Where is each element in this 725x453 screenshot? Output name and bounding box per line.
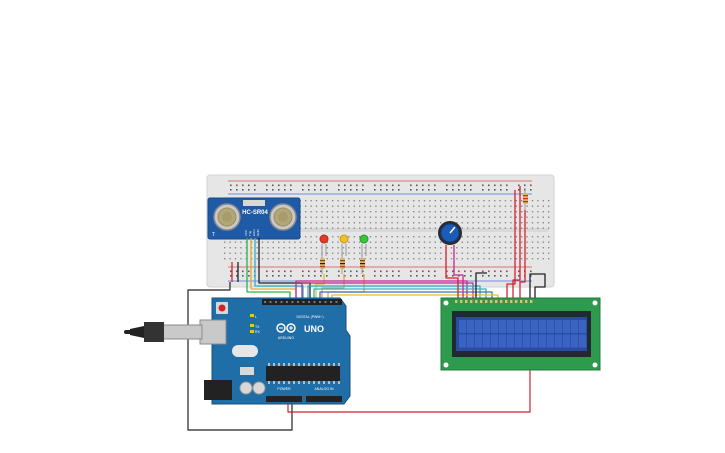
sensor-pin-vcc: VCC [244,229,248,236]
sensor-label: HC-SR04 [242,210,268,216]
resistor-green[interactable] [360,254,365,274]
digital-label: DIGITAL (PWM~) [296,315,323,319]
lcd-display[interactable] [440,297,601,371]
usb-port[interactable] [199,319,227,345]
resistor-lcd-backlight[interactable] [523,188,528,210]
sensor-corner-mark: T [212,232,215,238]
usb-plug-icon[interactable] [124,322,203,342]
resistor-yellow[interactable] [340,254,345,274]
resistor-red[interactable] [320,254,325,274]
sensor-pin-labels: VCC Trig Echo GND [244,229,260,237]
power-label: POWER [277,387,291,391]
digital-header-pins [264,301,338,303]
power-jack[interactable] [204,380,232,400]
microcontroller-chip [266,366,340,381]
chip-pins [268,363,340,384]
sensor-pin-echo: Echo [252,229,256,236]
analog-label: ANALOG IN [314,387,334,391]
potentiometer[interactable] [438,221,462,245]
ultrasonic-sensor[interactable]: HC-SR04 T VCC Trig Echo GND [207,197,301,240]
tx-label: TX [255,325,260,329]
led-l-label: L [255,315,257,319]
arduino-model: UNO [304,324,324,334]
arduino-logo-icon [276,323,296,333]
sensor-pin-trig: Trig [248,231,252,236]
sensor-pin-gnd: GND [256,229,260,237]
lcd-header-pins [455,300,533,303]
rx-label: RX [255,330,261,334]
reset-button[interactable] [218,304,226,312]
arduino-uno[interactable]: DIGITAL (PWM~) L TX RX UNO ARDUINO POWER… [199,297,351,405]
lcd-character-cells [459,320,587,348]
arduino-brand: ARDUINO [278,336,294,340]
